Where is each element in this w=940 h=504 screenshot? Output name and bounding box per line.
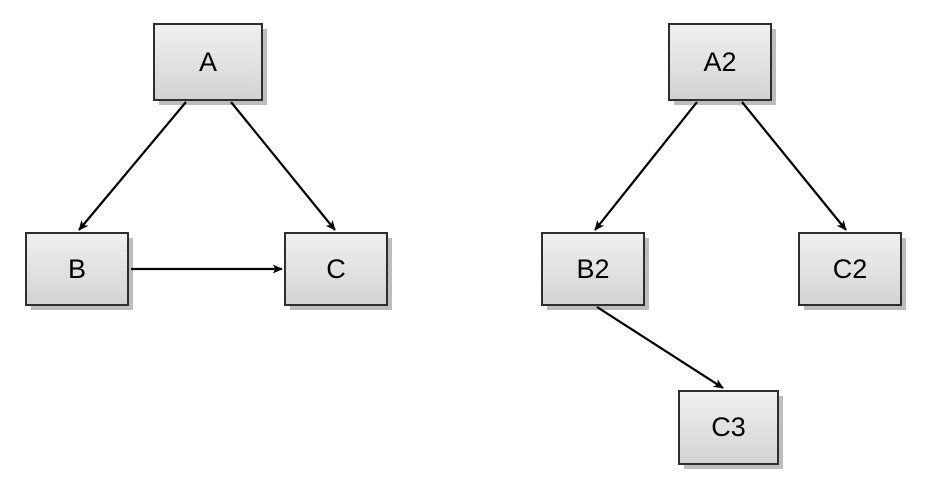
- node-label: C3: [711, 412, 746, 442]
- node-a2[interactable]: A2: [668, 23, 772, 101]
- node-label: C: [326, 253, 346, 284]
- node-label: C2: [832, 253, 868, 284]
- node-label: A: [198, 46, 217, 77]
- node-label: B: [67, 253, 86, 284]
- edge-a-c: [230, 101, 336, 231]
- node-c2[interactable]: C2: [798, 232, 902, 306]
- node-c3[interactable]: C3: [678, 390, 779, 465]
- edge-a-b: [78, 101, 187, 231]
- node-a[interactable]: A: [153, 23, 263, 101]
- node-label: B2: [576, 253, 610, 284]
- edge-a2-b2: [594, 101, 698, 231]
- node-b2[interactable]: B2: [541, 232, 645, 306]
- node-label: A2: [703, 46, 737, 77]
- edge-a2-c2: [741, 101, 847, 231]
- node-c[interactable]: C: [284, 232, 388, 306]
- edge-b2-c3: [596, 306, 724, 389]
- node-b[interactable]: B: [25, 232, 129, 306]
